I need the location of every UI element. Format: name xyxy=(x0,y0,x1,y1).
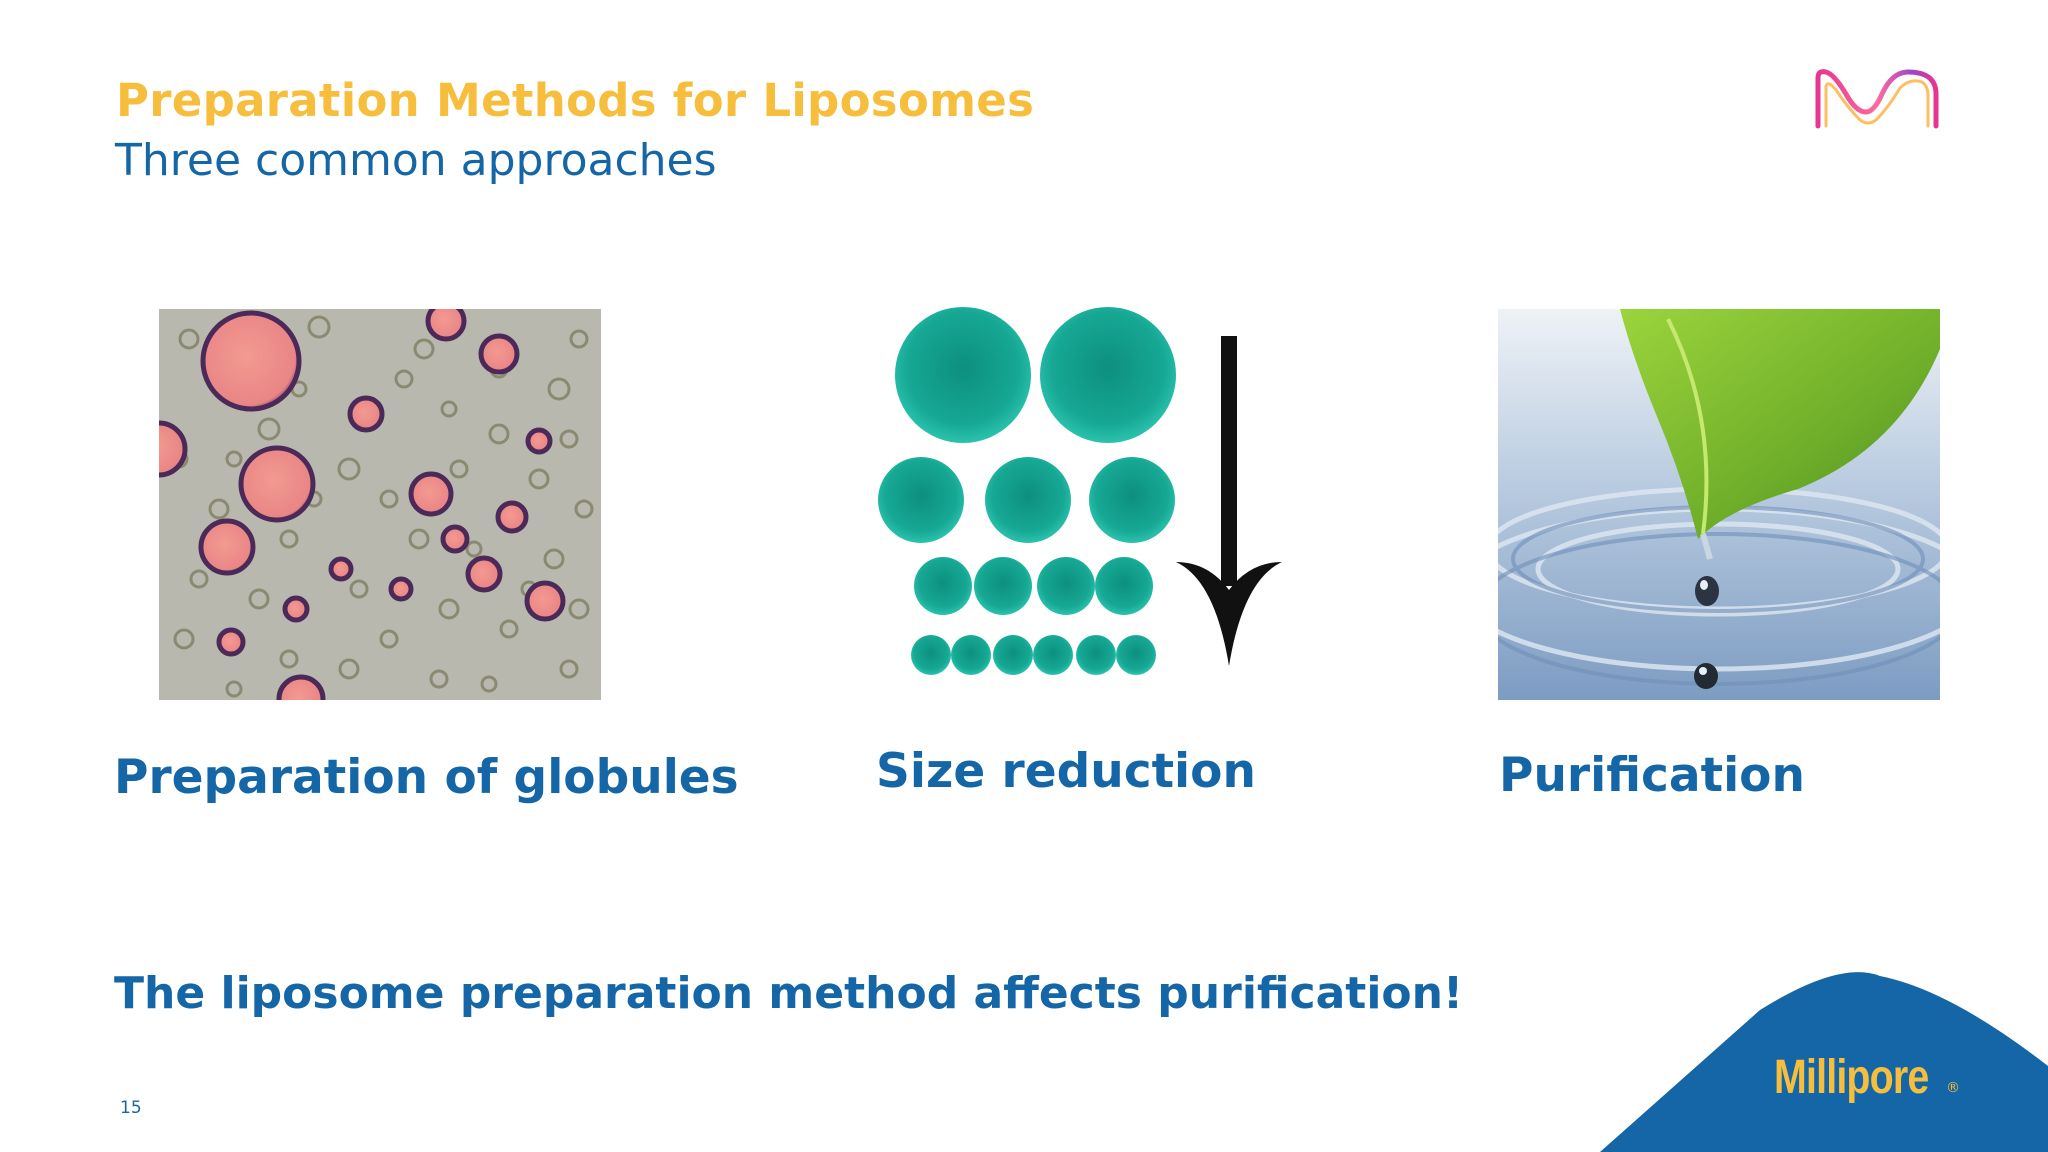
millipore-wordmark: Millipore xyxy=(1774,1051,1929,1104)
caption-size-reduction: Size reduction xyxy=(876,744,1256,799)
slide-subtitle: Three common approaches xyxy=(115,135,717,186)
microscope-globules-image xyxy=(159,309,601,700)
registered-mark: ® xyxy=(1946,1080,1960,1096)
size-reduction-circles-arrow-image xyxy=(870,300,1290,685)
leaf-water-drop-image xyxy=(1498,309,1940,700)
slide-title: Preparation Methods for Liposomes xyxy=(116,74,1035,127)
caption-preparation-of-globules: Preparation of globules xyxy=(114,750,739,805)
caption-purification: Purification xyxy=(1499,748,1805,803)
m-logo-icon xyxy=(1815,69,1939,129)
key-statement: The liposome preparation method affects … xyxy=(114,968,1464,1019)
slide-number: 15 xyxy=(120,1098,142,1118)
